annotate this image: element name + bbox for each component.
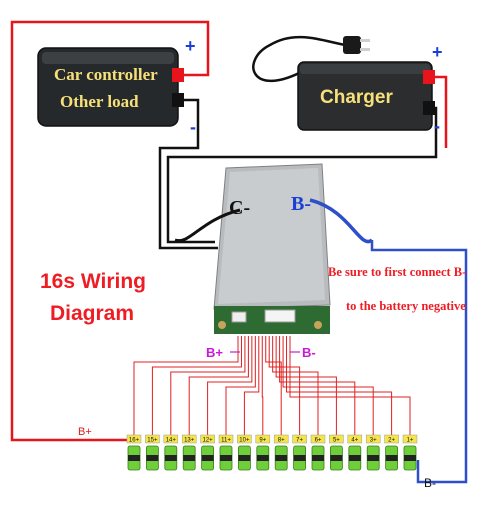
cell-terminal-tag xyxy=(329,434,344,444)
balance-wire xyxy=(261,336,264,436)
battery-cell-band xyxy=(146,455,159,461)
bms-b-minus-cable xyxy=(309,198,374,244)
charger-plus-sign: + xyxy=(432,42,443,62)
balance-wire xyxy=(207,336,253,436)
cell-label: 11+ xyxy=(221,437,231,443)
balance-wire xyxy=(243,336,260,436)
balance-wire xyxy=(170,336,246,436)
cell-terminal-tag xyxy=(200,434,215,444)
charger-plug xyxy=(343,36,370,54)
cell-label: 16+ xyxy=(129,437,140,443)
balance-wire xyxy=(279,336,356,436)
battery-cell-band xyxy=(367,455,380,461)
bms-board xyxy=(213,163,331,334)
balance-wire xyxy=(268,336,301,436)
balance-wire xyxy=(275,336,337,436)
balance-wire xyxy=(225,336,256,436)
balance-bus-bplus-label: B+ xyxy=(206,345,223,360)
cell-label: 6+ xyxy=(315,437,322,443)
charger-positive-wire xyxy=(208,22,468,30)
cell-terminal-tag xyxy=(347,434,363,444)
battery-cell-band xyxy=(238,455,251,461)
balance-wire xyxy=(282,336,374,436)
cell-terminal-tag xyxy=(255,434,271,444)
balance-wire xyxy=(151,336,242,436)
cell-label: 2+ xyxy=(388,437,395,443)
bms-c-minus-label: C- xyxy=(229,197,250,219)
battery-cell-band xyxy=(275,455,288,461)
battery-cell-band xyxy=(385,455,398,461)
controller-minus-sign: - xyxy=(190,117,196,137)
cell-terminal-tag xyxy=(402,434,418,444)
cell-label: 5+ xyxy=(333,437,340,443)
cell-label: 12+ xyxy=(203,437,214,443)
battery-cell-band xyxy=(330,455,343,461)
bms-b-minus-label: B- xyxy=(291,193,311,215)
bms-c-minus-cable xyxy=(174,208,241,243)
cell-terminal-tag xyxy=(145,434,160,444)
charger-cable xyxy=(252,35,346,83)
controller-plus-sign: + xyxy=(185,36,196,56)
charger-label: Charger xyxy=(320,87,393,108)
battery-cell-band xyxy=(404,455,416,461)
cell-label: 13+ xyxy=(184,437,195,443)
car-controller-box: Car controller Other load xyxy=(37,47,184,127)
cell-label: 3+ xyxy=(370,437,377,443)
cell-label: 15+ xyxy=(147,437,158,443)
balance-wires xyxy=(133,336,411,436)
balance-wire xyxy=(272,336,319,436)
cell-label: 7+ xyxy=(296,437,303,443)
battery-cell-band xyxy=(164,455,177,461)
wire-bminus-label: B- xyxy=(424,476,436,490)
battery-cell-band xyxy=(348,455,361,461)
charger-box: Charger xyxy=(297,61,435,131)
cell-terminal-tag xyxy=(181,434,197,444)
battery-cell-row: 16+ 15+ 14+ 13+ 12+ 11+ 10+ 9+ 8+ 7+ 6+ 5+ 4+ 3+ 2+ 1+ xyxy=(126,434,418,471)
cell-label: 14+ xyxy=(166,437,177,443)
cell-terminal-tag xyxy=(126,434,142,444)
battery-cell-band xyxy=(220,455,232,461)
balance-wire xyxy=(188,336,249,436)
balance-wire xyxy=(286,336,393,436)
cell-terminal-tag xyxy=(163,434,179,444)
cell-terminal-tag xyxy=(384,434,399,444)
balance-wire xyxy=(265,336,282,436)
red-positive-wire xyxy=(10,20,210,442)
balance-bus-bminus-label: B- xyxy=(302,345,316,360)
battery-cell-band xyxy=(183,455,196,461)
cell-terminal-tag xyxy=(218,434,234,444)
charger-minus-sign: - xyxy=(434,116,440,136)
charger-positive-wire-2 xyxy=(430,75,448,148)
cell-label: 10+ xyxy=(239,437,250,443)
balance-wire xyxy=(289,336,411,436)
diagram-title-line2: Diagram xyxy=(50,302,134,325)
controller-label-line2: Other load xyxy=(60,92,139,111)
controller-label-line1: Car controller xyxy=(54,65,158,84)
battery-cell-band xyxy=(312,455,324,461)
cell-label: 1+ xyxy=(407,437,414,443)
cell-label: 8+ xyxy=(278,437,285,443)
cell-terminal-tag xyxy=(310,434,326,444)
cell-label: 4+ xyxy=(351,437,358,443)
cell-terminal-tag xyxy=(365,434,381,444)
cell-label: 9+ xyxy=(259,437,266,443)
cell-terminal-tag xyxy=(237,434,252,444)
warning-note-line1: Be sure to first connect B- xyxy=(328,265,466,279)
blue-negative-wire xyxy=(370,240,468,484)
controller-negative-wire xyxy=(158,98,218,250)
cell-terminal-tag xyxy=(292,434,307,444)
wire-bplus-label: B+ xyxy=(78,426,92,438)
diagram-title-line1: 16s Wiring xyxy=(40,270,146,293)
battery-cell-band xyxy=(293,455,306,461)
battery-cell-band xyxy=(201,455,214,461)
battery-cell-band xyxy=(256,455,269,461)
balance-wire xyxy=(133,336,239,436)
cell-terminal-tag xyxy=(273,434,289,444)
warning-note-line2: to the battery negative xyxy=(346,299,466,313)
battery-cell-band xyxy=(128,455,140,461)
